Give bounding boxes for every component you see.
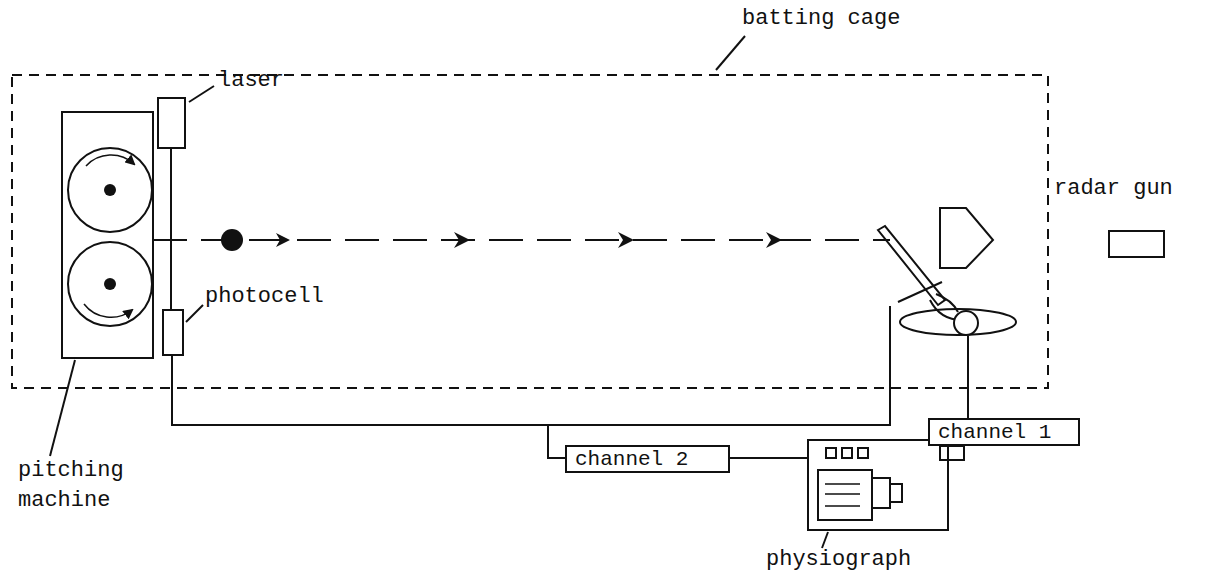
leader-line	[716, 36, 745, 70]
leader-line	[186, 305, 203, 322]
batter-head	[954, 311, 978, 335]
channel-box: channel 2	[565, 445, 730, 473]
node-label: channel 2	[575, 449, 688, 470]
light-beam	[170, 148, 172, 310]
home-plate	[940, 208, 993, 268]
upper-wheel	[68, 148, 152, 232]
chart-trace	[825, 484, 860, 506]
part-label: pitching machine	[18, 456, 148, 516]
arrowhead	[454, 232, 470, 248]
lower-wheel	[68, 242, 152, 326]
part-label: laser	[218, 66, 328, 96]
connector-tab	[940, 446, 964, 460]
batters-box-corner	[898, 282, 942, 302]
signal-wire	[967, 336, 969, 418]
dial	[826, 448, 836, 458]
arrowhead	[766, 232, 782, 248]
batter-shoulders	[900, 309, 1016, 335]
leader-line	[822, 532, 828, 548]
wheel-axle	[104, 184, 116, 196]
physiograph-unit	[808, 440, 948, 530]
signal-wire	[730, 457, 808, 459]
chart-recorder	[818, 470, 872, 520]
recorder-drum	[872, 478, 890, 508]
channel-box: channel 1	[928, 418, 1080, 446]
bat	[878, 226, 945, 305]
node-label: radar gun	[1054, 178, 1173, 200]
rotation-arrow	[84, 304, 132, 317]
leader-line	[189, 86, 214, 102]
signal-wire	[548, 425, 566, 458]
arrowhead	[618, 232, 634, 248]
leader-line	[50, 360, 75, 456]
part-label: physiograph	[766, 545, 966, 575]
signal-wire	[172, 306, 890, 425]
recorder-knob	[890, 484, 902, 502]
baseball	[221, 229, 243, 251]
batting-cage-outline	[12, 75, 1048, 388]
dial	[858, 448, 868, 458]
part-label: batting cage	[742, 4, 942, 34]
node-label: channel 1	[938, 422, 1051, 443]
pitching-machine-housing	[62, 112, 153, 358]
arrowhead	[276, 233, 290, 247]
laser-unit	[158, 98, 185, 148]
wheel-axle	[104, 278, 116, 290]
dial	[842, 448, 852, 458]
radar-gun-box: radar gun	[1108, 230, 1165, 258]
part-label: photocell	[205, 282, 355, 312]
rotation-arrow	[86, 155, 134, 166]
photocell-unit	[163, 310, 183, 355]
